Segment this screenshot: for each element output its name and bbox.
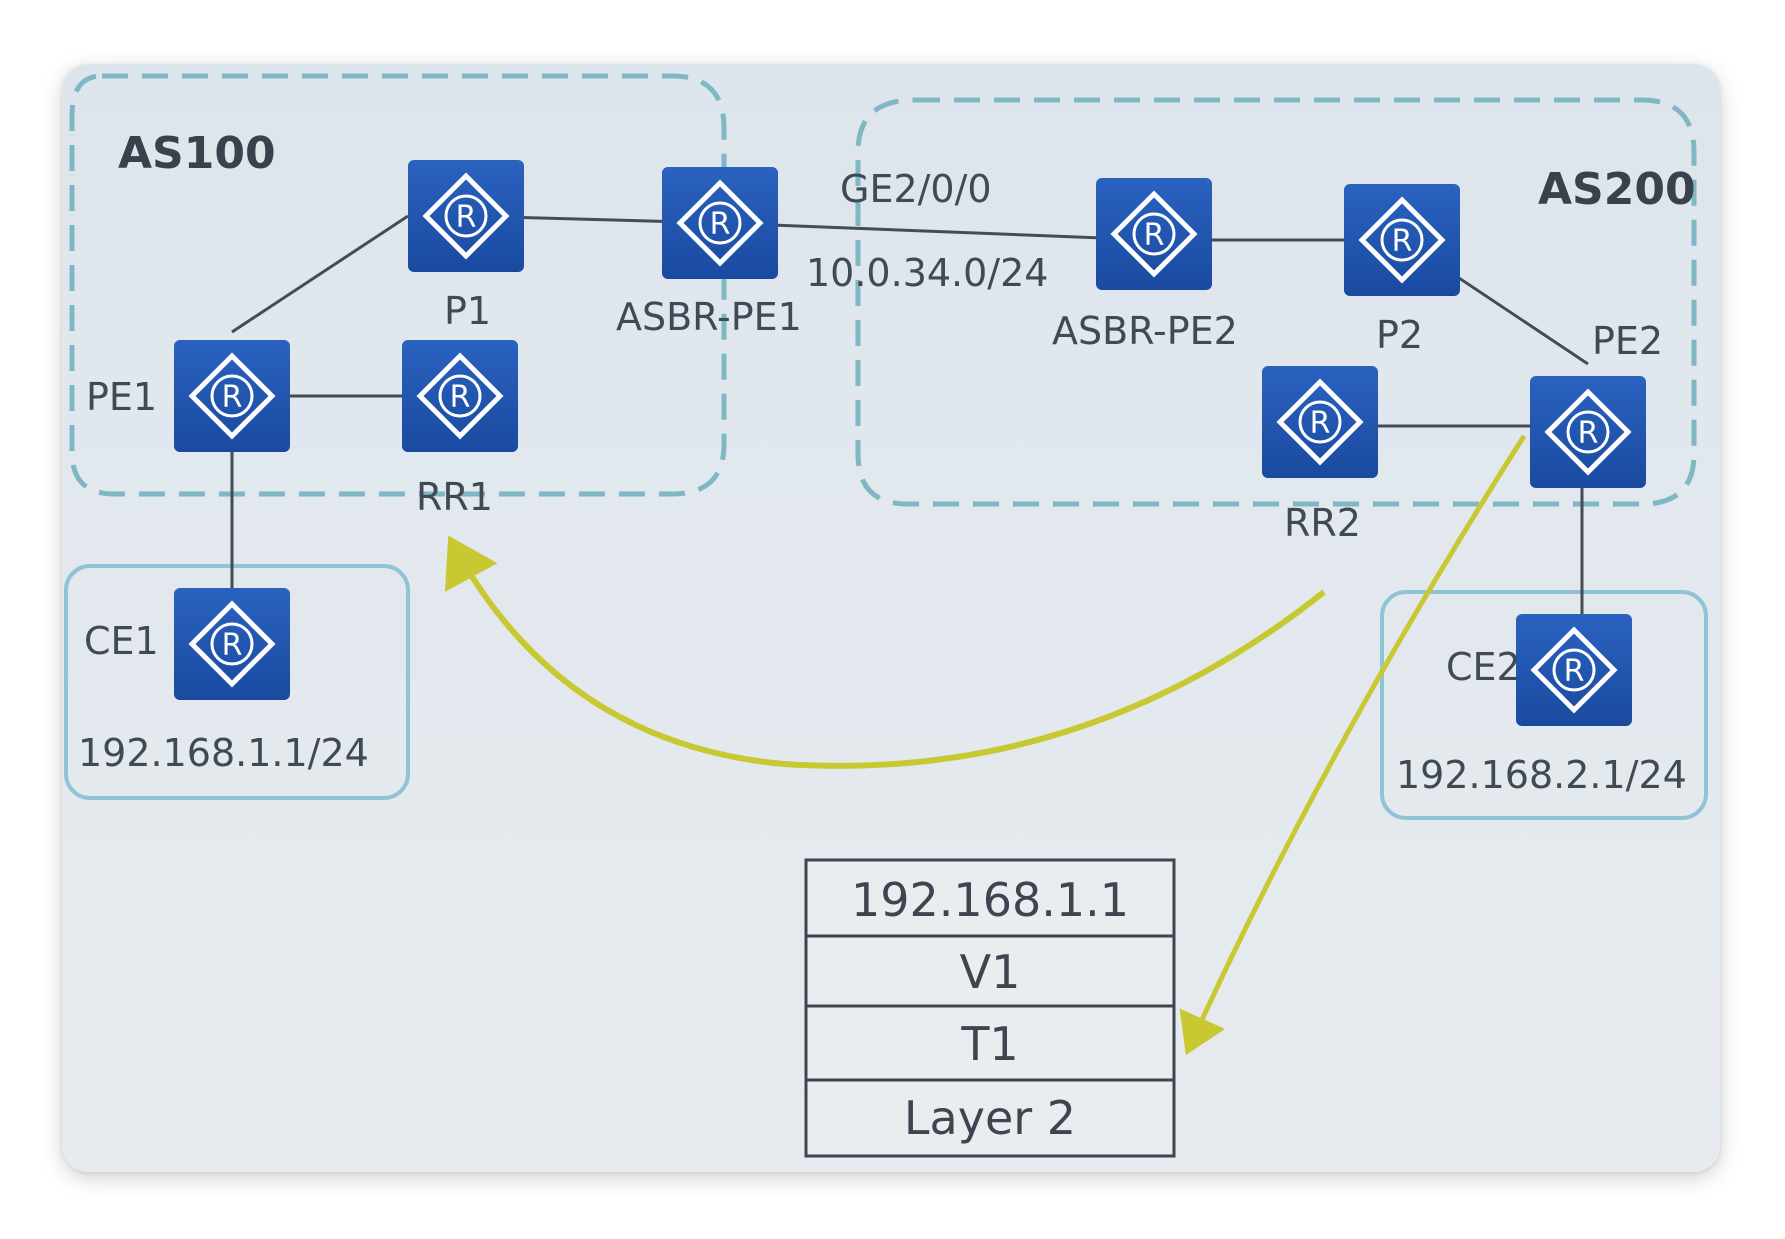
packet-arrow <box>1179 434 1527 1056</box>
as200-label: AS200 <box>1538 164 1696 215</box>
router-letter: R <box>450 380 471 415</box>
router-letters: R R R R R R R R R R <box>222 200 1599 689</box>
as100-boundary <box>69 73 727 497</box>
route-advertisement-arrow <box>444 535 1326 769</box>
router-letter: R <box>222 628 243 663</box>
rr2-label: RR2 <box>1284 501 1361 545</box>
router-letter: R <box>1392 224 1413 259</box>
ce2-site-box <box>1380 590 1708 820</box>
as100-label: AS100 <box>118 128 276 179</box>
interface-label: GE2/0/0 <box>840 167 992 211</box>
link-pe1-p1 <box>231 214 409 334</box>
pe2-label: PE2 <box>1592 319 1663 363</box>
router-letter: R <box>710 207 731 242</box>
p2-label: P2 <box>1376 313 1423 357</box>
router-letter: R <box>1310 406 1331 441</box>
router-letter: R <box>1578 416 1599 451</box>
router-letter: R <box>1564 654 1585 689</box>
pe1-label: PE1 <box>86 375 157 419</box>
link-asbrpe1-asbrpe2 <box>719 221 1155 242</box>
ce1-ip-label: 192.168.1.1/24 <box>78 731 369 775</box>
label-stack: 192.168.1.1 V1 T1 Layer 2 <box>804 858 1176 1158</box>
stack-cell <box>804 1078 1176 1158</box>
stack-cell <box>804 858 1176 938</box>
stack-cell <box>804 934 1176 1008</box>
stack-entry-layer2: Layer 2 <box>904 1091 1076 1145</box>
stack-cell <box>804 1004 1176 1082</box>
subnet-label: 10.0.34.0/24 <box>806 251 1048 295</box>
ce1-site-box <box>64 564 410 800</box>
p1-label: P1 <box>444 289 491 333</box>
asbr-pe2-label: ASBR-PE2 <box>1052 309 1238 353</box>
asbr-pe1-label: ASBR-PE1 <box>616 295 802 339</box>
network-diagram: R R R R R R R R R R AS100 AS200 P1 ASBR-… <box>64 73 1708 1158</box>
stack-entry-ip: 192.168.1.1 <box>851 873 1129 927</box>
stack-entry-tunnel-label: T1 <box>960 1017 1018 1071</box>
diagram-card: R R R R R R R R R R AS100 AS200 P1 ASBR-… <box>62 64 1720 1172</box>
ce1-label: CE1 <box>84 619 159 663</box>
stack-entry-vpn-label: V1 <box>960 945 1021 999</box>
ce2-ip-label: 192.168.2.1/24 <box>1396 753 1687 797</box>
rr1-label: RR1 <box>416 475 493 519</box>
ce2-label: CE2 <box>1446 645 1521 689</box>
router-letter: R <box>1144 218 1165 253</box>
router-letter: R <box>456 200 477 235</box>
router-letter: R <box>222 380 243 415</box>
as200-boundary <box>855 97 1697 507</box>
